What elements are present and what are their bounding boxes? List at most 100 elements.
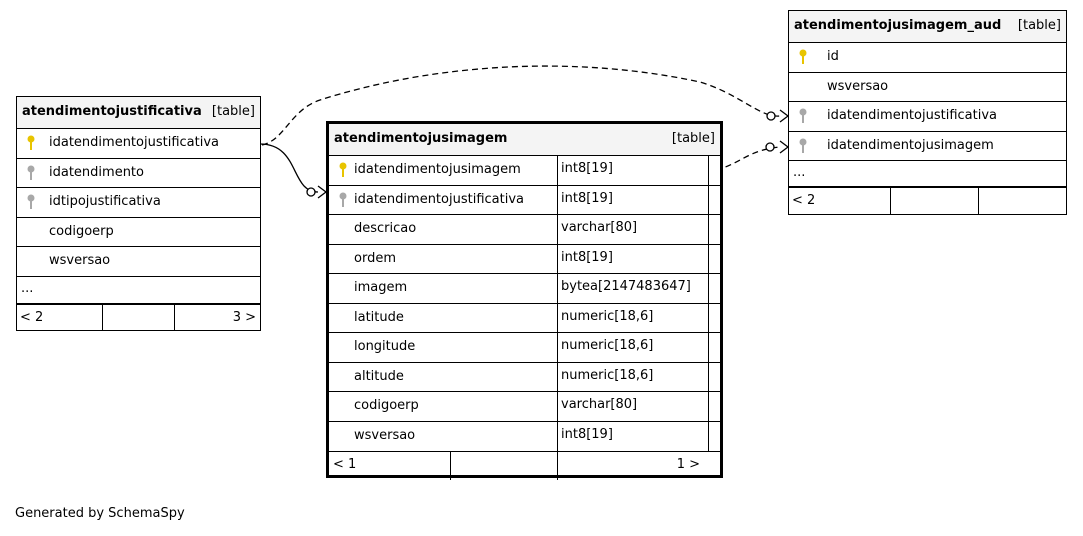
column-name: descricao: [354, 221, 417, 236]
primary-key-icon: [338, 162, 348, 178]
crows-foot-marker: [779, 109, 790, 123]
zero-optional-marker: [766, 111, 776, 121]
column-name: idatendimentojustificativa: [354, 191, 524, 207]
column-divider: [708, 244, 709, 273]
primary-key-icon: [798, 49, 808, 65]
table-header[interactable]: atendimentojustificativa [table]: [17, 97, 260, 129]
table-header[interactable]: atendimentojusimagem [table]: [329, 124, 720, 156]
more-columns-row: ...: [17, 277, 260, 304]
crows-foot-marker: [317, 185, 328, 199]
column-divider: [708, 392, 709, 421]
column-row[interactable]: id: [789, 43, 1066, 73]
children-count[interactable]: 3 >: [232, 309, 256, 325]
column-divider: [708, 303, 709, 332]
column-divider: [557, 274, 558, 303]
column-name: latitude: [354, 309, 404, 325]
column-divider: [708, 185, 709, 214]
column-divider: [557, 333, 558, 362]
table-footer: < 2 3 >: [17, 303, 260, 331]
column-name: wsversao: [827, 78, 889, 94]
column-name: imagem: [354, 280, 408, 295]
column-row[interactable]: codigoerp varchar[80]: [329, 392, 720, 422]
parents-count[interactable]: < 2: [792, 193, 816, 208]
column-row[interactable]: idatendimentojustificativa: [17, 129, 260, 159]
column-row[interactable]: idatendimento: [17, 159, 260, 188]
column-type: numeric[18,6]: [561, 367, 654, 383]
footer-divider: [890, 188, 891, 214]
table-type-tag: [table]: [1017, 18, 1061, 33]
column-name: codigoerp: [49, 223, 114, 239]
column-name: idatendimentojusimagem: [827, 137, 994, 153]
parents-count[interactable]: < 1: [333, 457, 357, 472]
column-row[interactable]: longitude numeric[18,6]: [329, 333, 720, 363]
table-footer: < 2: [789, 187, 1066, 214]
column-divider: [557, 156, 558, 185]
column-name: ordem: [354, 250, 396, 266]
column-row[interactable]: idatendimentojustificativa int8[19]: [329, 185, 720, 215]
table-type-tag: [table]: [671, 131, 715, 146]
table-header[interactable]: atendimentojusimagem_aud [table]: [789, 11, 1066, 43]
column-row[interactable]: wsversao: [789, 73, 1066, 102]
table-atendimentojusimagem[interactable]: atendimentojusimagem [table] idatendimen…: [326, 121, 723, 480]
column-name: longitude: [354, 339, 416, 354]
column-name: idatendimentojusimagem: [354, 162, 521, 177]
footer-divider: [174, 304, 175, 331]
column-divider: [557, 185, 558, 214]
column-type: int8[19]: [561, 190, 613, 206]
table-name: atendimentojusimagem_aud: [794, 18, 1002, 33]
foreign-key-icon: [798, 108, 808, 124]
table-type-tag: [table]: [211, 104, 255, 119]
column-row[interactable]: descricao varchar[80]: [329, 215, 720, 245]
column-row[interactable]: idatendimentojusimagem: [789, 132, 1066, 161]
column-type: numeric[18,6]: [561, 308, 654, 324]
ellipsis: ...: [793, 165, 806, 180]
table-atendimentojusimagem-aud[interactable]: atendimentojusimagem_aud [table] id wsve…: [788, 10, 1067, 215]
column-divider: [708, 333, 709, 362]
zero-optional-marker: [306, 187, 316, 197]
column-name: idatendimentojustificativa: [49, 135, 219, 150]
column-row[interactable]: altitude numeric[18,6]: [329, 362, 720, 392]
column-divider: [708, 156, 709, 185]
column-divider: [557, 362, 558, 391]
column-row[interactable]: codigoerp: [17, 218, 260, 247]
column-divider: [708, 362, 709, 391]
table-atendimentojustificativa[interactable]: atendimentojustificativa [table] idatend…: [16, 96, 261, 331]
column-name: codigoerp: [354, 398, 419, 413]
footer-divider: [978, 188, 979, 214]
column-divider: [708, 274, 709, 303]
foreign-key-icon: [338, 192, 348, 208]
column-row[interactable]: idatendimentojustificativa: [789, 102, 1066, 132]
column-divider: [557, 303, 558, 332]
children-count[interactable]: 1 >: [676, 457, 700, 472]
parents-count[interactable]: < 2: [20, 309, 44, 325]
column-name: id: [827, 49, 839, 64]
relationship-justificativa-imagem: [259, 143, 319, 193]
column-name: idatendimento: [49, 164, 144, 180]
column-row[interactable]: wsversao: [17, 247, 260, 277]
foreign-key-icon: [26, 165, 36, 181]
column-name: idtipojustificativa: [49, 194, 161, 209]
column-divider: [557, 392, 558, 421]
column-row[interactable]: latitude numeric[18,6]: [329, 303, 720, 333]
column-name: wsversao: [354, 427, 416, 443]
column-row[interactable]: idatendimentojusimagem int8[19]: [329, 156, 720, 186]
column-divider: [557, 421, 558, 451]
column-type: int8[19]: [561, 161, 613, 176]
column-divider: [557, 244, 558, 273]
primary-key-icon: [26, 135, 36, 151]
footer-divider: [557, 452, 558, 480]
column-type: varchar[80]: [561, 220, 638, 235]
column-row[interactable]: idtipojustificativa: [17, 188, 260, 218]
generated-by-credit: Generated by SchemaSpy: [15, 506, 185, 521]
column-type: numeric[18,6]: [561, 338, 654, 353]
column-type: varchar[80]: [561, 397, 638, 412]
footer-divider: [450, 452, 451, 480]
zero-optional-marker: [765, 142, 775, 152]
crows-foot-marker: [779, 140, 790, 154]
column-name: altitude: [354, 368, 404, 384]
foreign-key-icon: [798, 138, 808, 154]
